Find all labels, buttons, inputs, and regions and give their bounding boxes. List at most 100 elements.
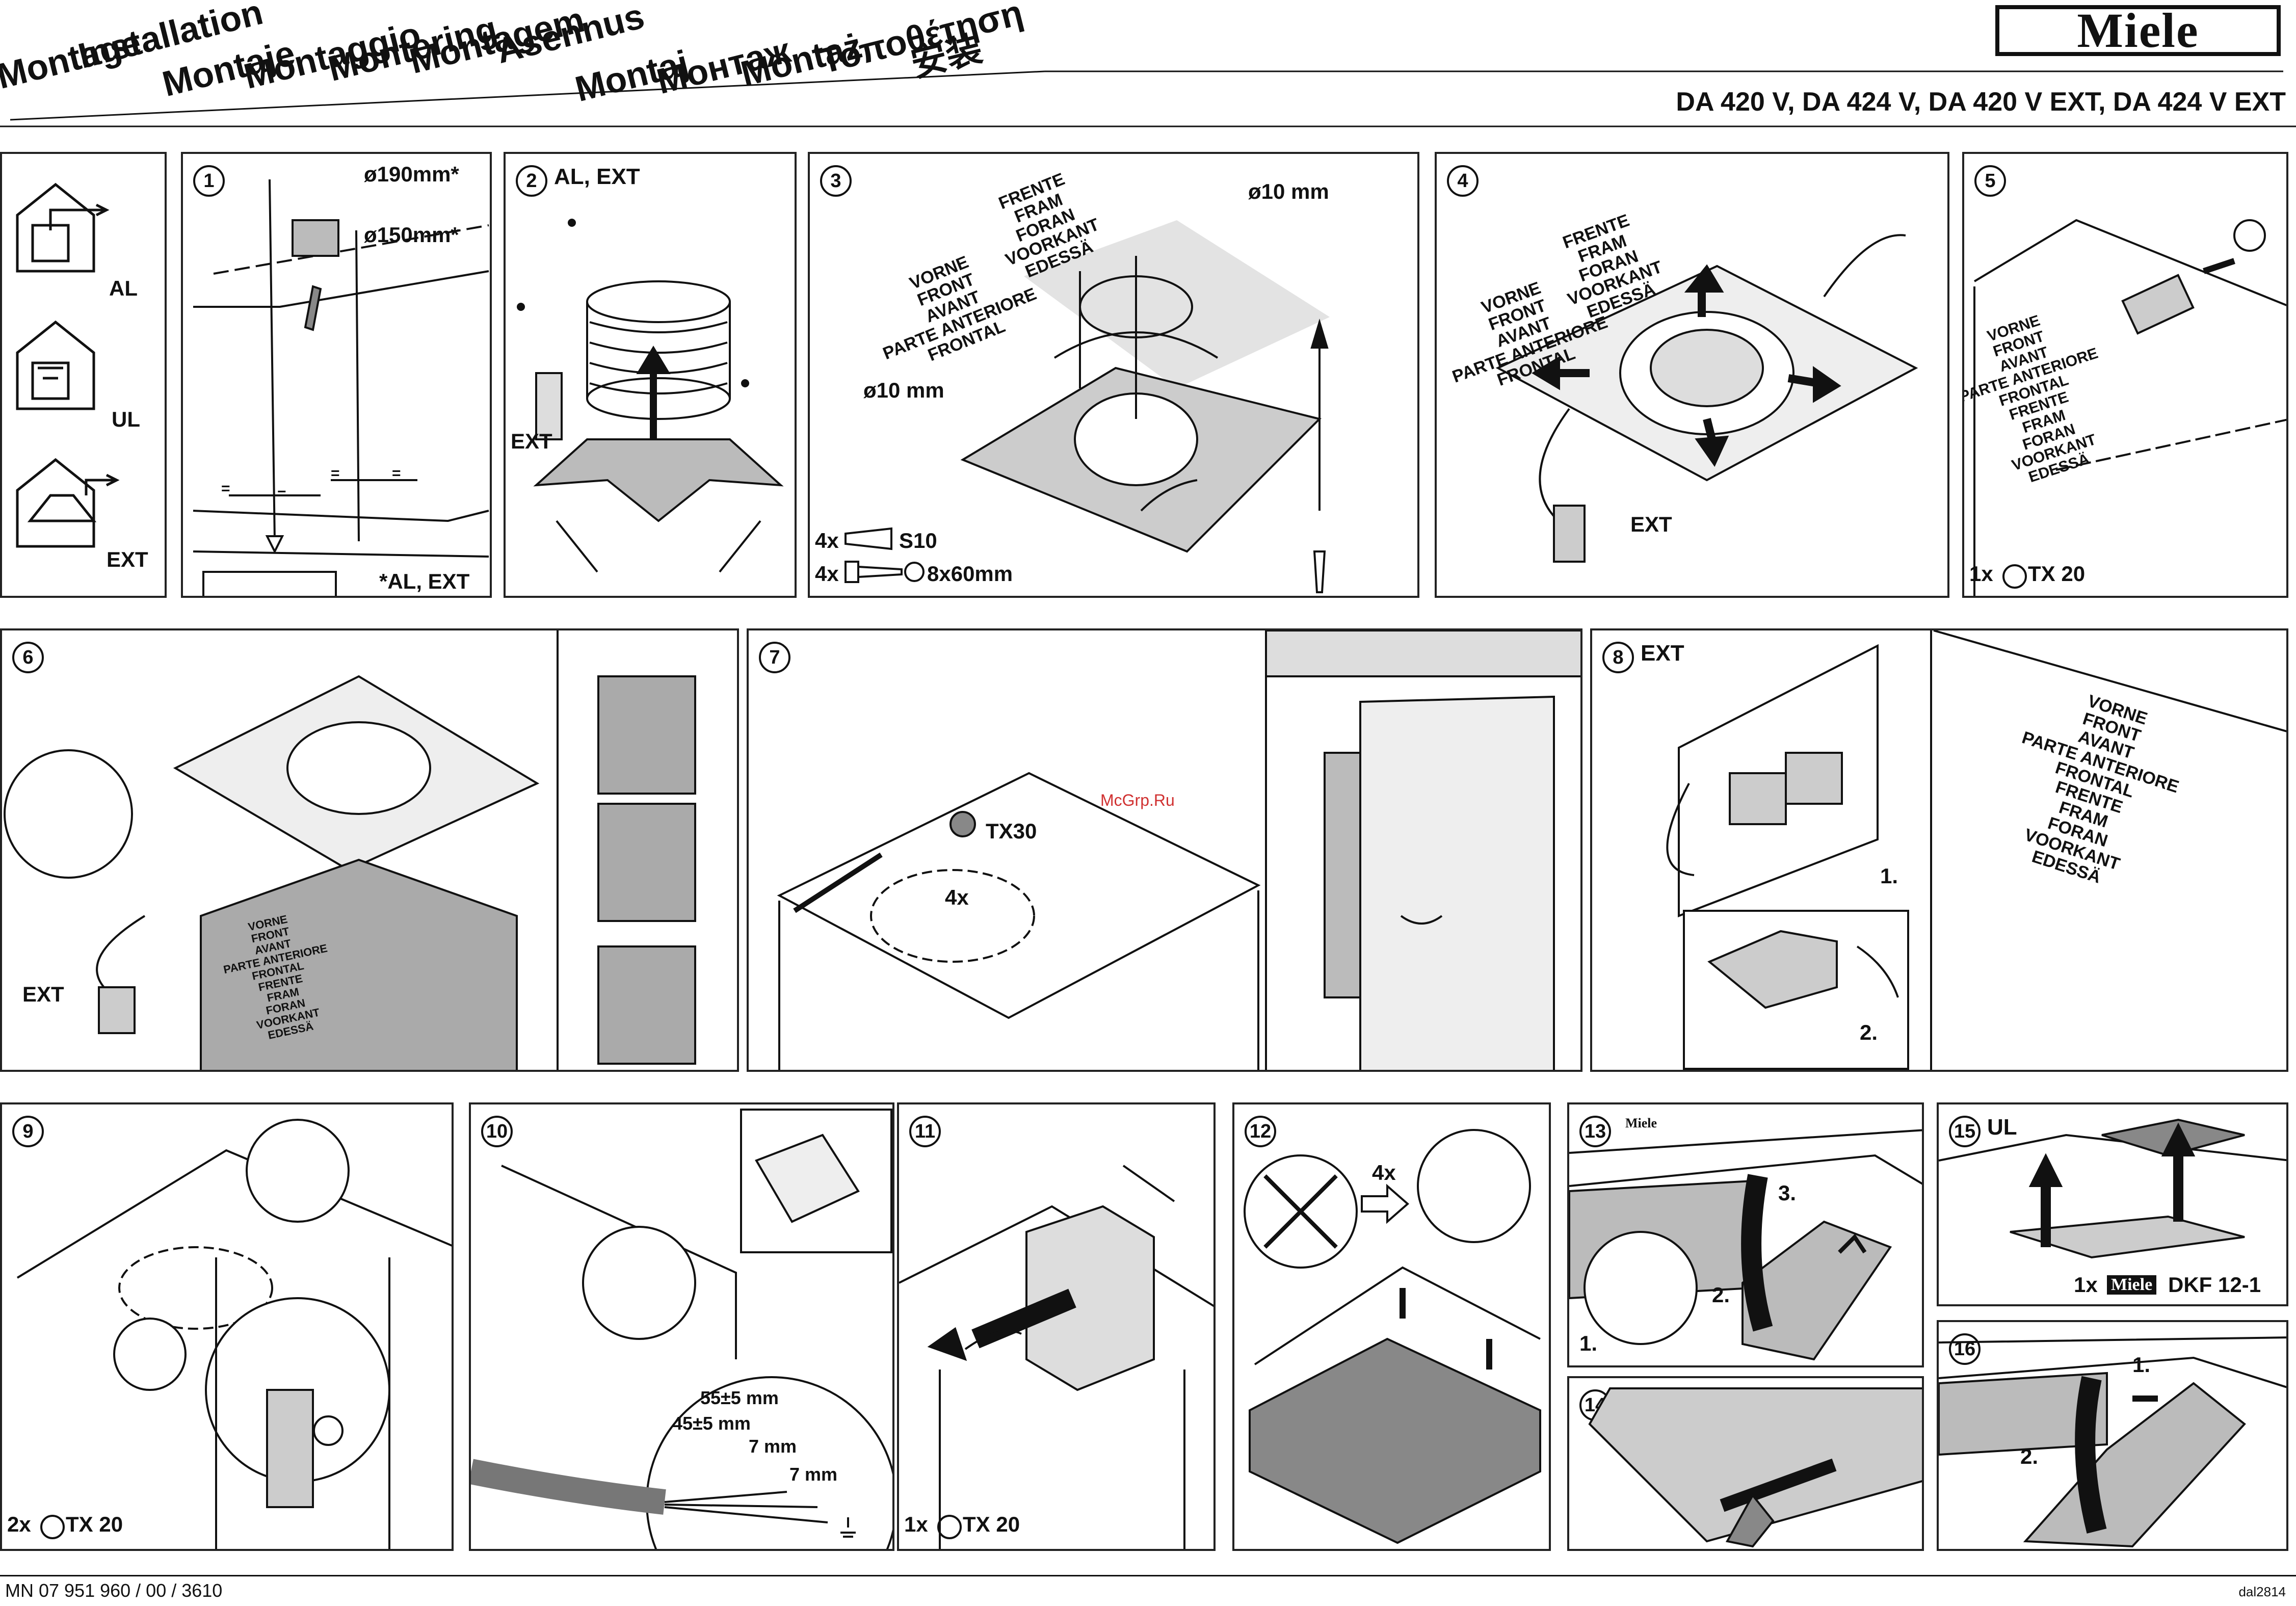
panel-step-2: 2 AL, EXT EXT	[504, 152, 797, 598]
step-number: 11	[909, 1116, 941, 1147]
step-4-illustration	[1495, 234, 1918, 563]
tool-size: TX 20	[963, 1512, 1020, 1536]
step-2-illustration	[517, 219, 784, 573]
panel-step-8: 8 EXT 1. 2. VORNE FRONT AVANT PARTE ANTE…	[1590, 628, 2288, 1072]
panel-step-7: 7 TX30 4x McGrp.Ru	[747, 628, 1582, 1072]
panel-step-9: 9 2x TX 20	[0, 1102, 454, 1551]
step-2-mark: 2.	[2020, 1444, 2039, 1468]
step-3-mark: 3.	[1778, 1181, 1797, 1205]
tool-size: TX 20	[2028, 562, 2086, 586]
equal-mark: =	[221, 480, 230, 497]
panel-step-3: 3 VORNE FRONT AVANT PARTE ANTERIORE FRON…	[808, 152, 1419, 598]
step-number: 6	[12, 642, 44, 673]
diameter-190: ø190mm*	[364, 162, 459, 186]
panel-step-10: 10 55±5 mm 45±5 mm 7 mm 7 mm	[469, 1102, 894, 1551]
equal-mark: =	[331, 465, 340, 482]
screw-size: 8x60mm	[927, 562, 1013, 586]
step-number: 15	[1949, 1116, 1981, 1147]
panel-step-15: 15 UL 1x Miele DKF 12-1	[1937, 1102, 2288, 1306]
screw-qty: 1x	[904, 1512, 928, 1536]
mode-label-ul: UL	[112, 407, 140, 431]
step-number: 12	[1245, 1116, 1276, 1147]
header-lines	[0, 70, 2296, 127]
step-7-illustration	[777, 630, 1580, 1070]
step-2-mark: 2.	[1712, 1283, 1730, 1307]
panel-step-5: 5 VORNE FRONT AVANT PARTE ANTERIORE FRON…	[1962, 152, 2288, 598]
panel-step-14: 14	[1567, 1376, 1924, 1551]
drawing-code: dal2814	[2238, 1584, 2286, 1599]
step-1-mark: 1.	[1579, 1331, 1598, 1355]
step-1-mark: 1.	[1880, 864, 1898, 888]
panel-step-11: 11 1x TX 20	[897, 1102, 1216, 1551]
step-15-illustration	[1939, 1118, 2286, 1259]
tool-size: TX 20	[66, 1512, 123, 1536]
step-number: 2	[516, 165, 547, 197]
panel-step-1: 1 ø190mm* ø150mm* = = = = *AL, EXT	[181, 152, 492, 598]
equal-mark: =	[277, 485, 286, 502]
ext-label: EXT	[22, 982, 64, 1006]
step-number: 3	[820, 165, 852, 197]
strip-length-7b: 7 mm	[789, 1464, 838, 1485]
filter-brand: Miele	[2107, 1275, 2157, 1295]
panel-step-12: 12 4x	[1232, 1102, 1551, 1551]
screw-icon	[937, 1515, 962, 1539]
watermark: McGrp.Ru	[1100, 791, 1175, 809]
filter-part-number: DKF 12-1	[2168, 1273, 2261, 1297]
dowel-qty: 4x	[815, 529, 839, 552]
screw-qty: 1x	[1969, 562, 1993, 586]
step-3-illustration	[960, 220, 1330, 593]
step-14-illustration	[1588, 1387, 1922, 1548]
panel-modes: AL UL EXT	[0, 152, 167, 598]
screw-qty: 2x	[7, 1512, 31, 1536]
step-12-illustration	[1244, 1129, 1541, 1544]
screw-qty: 4x	[815, 562, 839, 586]
document-number: MN 07 951 960 / 00 / 3610	[5, 1580, 223, 1601]
ext-label: EXT	[1630, 512, 1672, 536]
step-9-illustration	[16, 1119, 452, 1549]
step-11-illustration	[899, 1165, 1213, 1549]
step-8-illustration	[1666, 630, 2286, 1070]
strip-length-55: 55±5 mm	[700, 1387, 779, 1408]
tool-size: TX30	[986, 819, 1037, 843]
step-number: 9	[12, 1116, 44, 1147]
hole-diameter-top: ø10 mm	[1248, 179, 1329, 203]
ext-label: EXT	[511, 429, 552, 453]
screw-icon	[40, 1515, 65, 1539]
step-1-mark: 1.	[2132, 1353, 2151, 1377]
diameter-150: ø150mm*	[364, 223, 459, 247]
step-number: 1	[193, 165, 225, 197]
step-number: 5	[1974, 165, 2006, 197]
model-list: DA 420 V, DA 424 V, DA 420 V EXT, DA 424…	[1676, 87, 2286, 117]
step-5-illustration	[1973, 219, 2286, 596]
brand-logo: Miele	[1995, 5, 2281, 56]
mode-house-illustrations	[16, 182, 120, 548]
strip-length-45: 45±5 mm	[672, 1413, 751, 1434]
step-number: 8	[1602, 642, 1634, 673]
step-16-illustration	[1939, 1336, 2286, 1548]
panel-step-13: 13 Miele 1. 2. 3.	[1567, 1102, 1924, 1367]
mode-label-al: AL	[109, 276, 138, 300]
screw-qty: 4x	[945, 885, 969, 909]
step-1-illustration	[193, 179, 489, 596]
footnote-al-ext: *AL, EXT	[379, 569, 470, 593]
step-number: 7	[759, 642, 790, 673]
panel-step-6: 6 VORNE FRONT AVANT PARTE ANTERIORE FRON…	[0, 628, 739, 1072]
dowel-size: S10	[899, 529, 937, 552]
filter-qty: 1x	[2074, 1273, 2098, 1297]
step-6-illustration	[4, 630, 696, 1070]
clip-qty: 4x	[1372, 1161, 1396, 1184]
hole-diameter-left: ø10 mm	[863, 378, 944, 402]
step-title: UL	[1987, 1115, 2017, 1140]
hood-brand: Miele	[1625, 1116, 1657, 1130]
step-number: 10	[481, 1116, 513, 1147]
step-2-mark: 2.	[1860, 1020, 1878, 1044]
panel-step-4: 4 VORNE FRONT AVANT PARTE ANTERIORE FRON…	[1435, 152, 1949, 598]
step-title: AL, EXT	[554, 164, 640, 189]
mode-label-ext: EXT	[107, 547, 148, 571]
equal-mark: =	[392, 465, 401, 482]
dowel-and-screw-icons	[844, 527, 925, 583]
screw-icon	[2002, 564, 2027, 589]
strip-length-7a: 7 mm	[749, 1436, 797, 1457]
step-number: 13	[1579, 1116, 1611, 1147]
step-13-illustration	[1569, 1129, 1922, 1361]
